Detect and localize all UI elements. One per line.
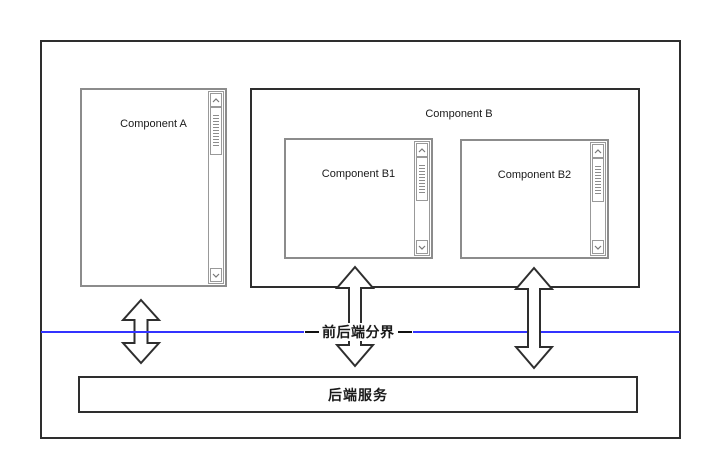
label-leader-left <box>305 331 319 333</box>
component-a-panel: Component A <box>80 88 227 287</box>
component-a-label: Component A <box>120 118 187 130</box>
scroll-up-button[interactable] <box>592 144 604 158</box>
chevron-down-icon <box>418 245 426 250</box>
scroll-down-button[interactable] <box>592 240 604 254</box>
label-leader-right <box>397 331 412 333</box>
component-b-label: Component B <box>425 108 493 120</box>
thumb-grip-icon <box>595 166 601 194</box>
thumb-grip-icon <box>213 115 219 147</box>
component-a-scrollbar[interactable] <box>208 91 224 284</box>
scroll-thumb[interactable] <box>210 107 222 155</box>
scroll-thumb[interactable] <box>592 158 604 202</box>
boundary-label: 前后端分界 <box>304 323 413 341</box>
thumb-grip-icon <box>419 165 425 193</box>
component-b2-panel: Component B2 <box>460 139 609 259</box>
chevron-up-icon <box>212 97 220 102</box>
component-b2-scrollbar[interactable] <box>590 142 606 256</box>
component-b1-scrollbar[interactable] <box>414 141 430 256</box>
boundary-label-text: 前后端分界 <box>322 324 395 340</box>
scroll-down-button[interactable] <box>210 268 222 282</box>
backend-service-box: 后端服务 <box>78 376 638 413</box>
component-b-panel: Component B Component B1 Component <box>250 88 640 288</box>
scroll-thumb[interactable] <box>416 157 428 201</box>
component-b2-label: Component B2 <box>497 169 572 181</box>
chevron-up-icon <box>594 148 602 153</box>
component-b1-panel: Component B1 <box>284 138 433 259</box>
backend-service-label: 后端服务 <box>328 386 388 403</box>
chevron-down-icon <box>212 273 220 278</box>
chevron-up-icon <box>418 147 426 152</box>
component-b1-label: Component B1 <box>321 168 396 180</box>
scroll-down-button[interactable] <box>416 240 428 254</box>
chevron-down-icon <box>594 245 602 250</box>
scroll-up-button[interactable] <box>416 143 428 157</box>
scroll-up-button[interactable] <box>210 93 222 107</box>
